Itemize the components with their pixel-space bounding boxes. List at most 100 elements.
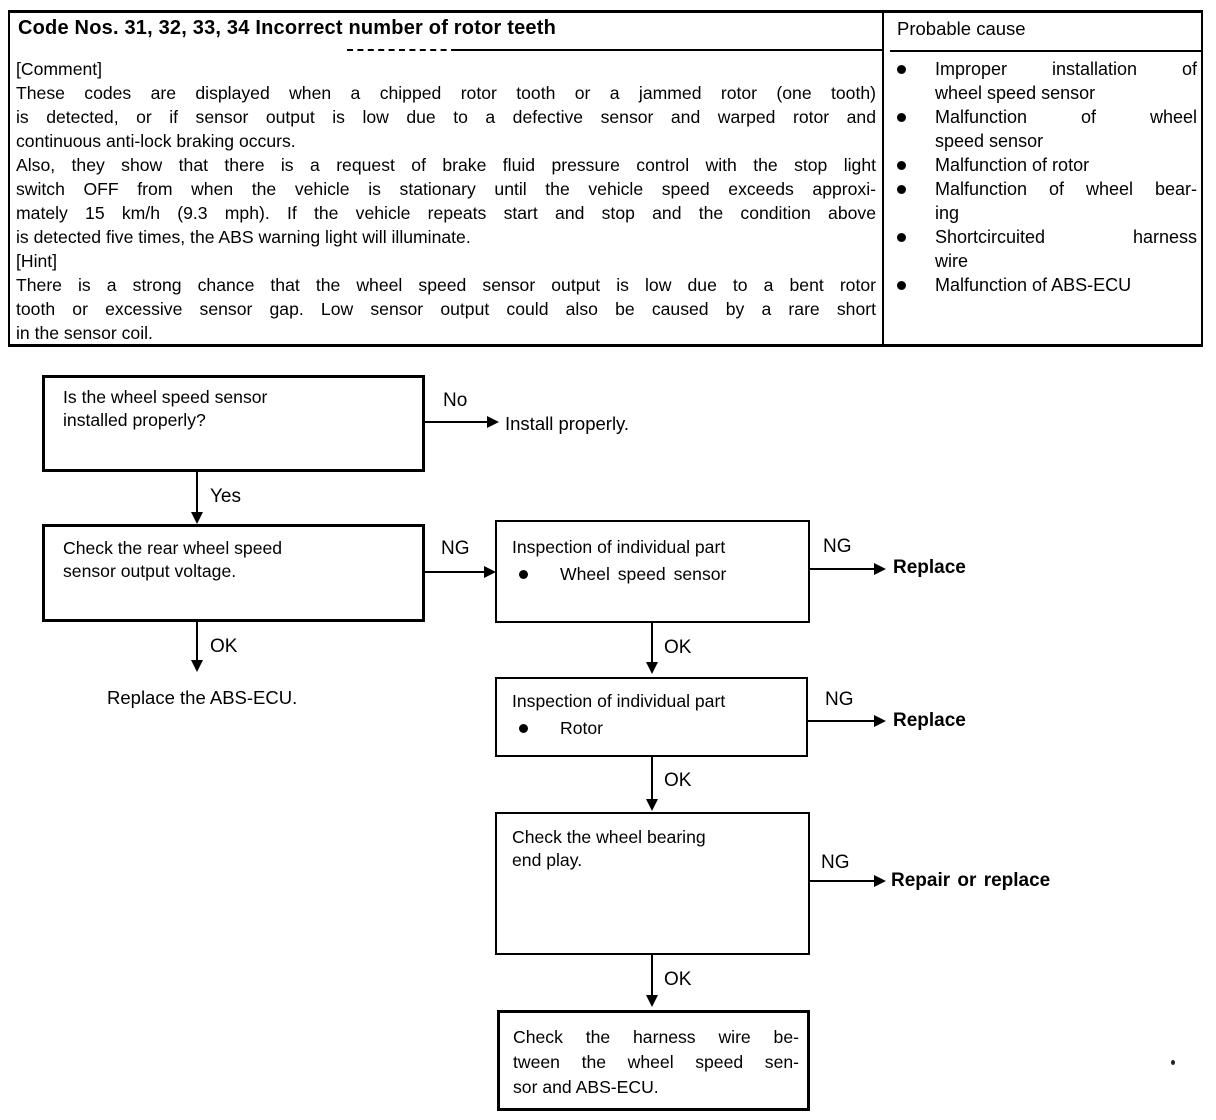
table-column-divider [882,13,884,344]
arrow-no-head [487,416,499,428]
comment-line: Also, they show that there is a request … [16,155,876,175]
probable-cause-list: Improper installation of wheel speed sens… [894,57,1201,297]
flow-box-line: end play. [512,850,583,870]
flow-box-line: Check the rear wheel speed [63,538,283,558]
probable-cause-item: Improper installation of wheel speed sens… [894,57,1201,105]
flow-box-harness-wire: Check the harness wire be-tween the whee… [497,1010,810,1111]
arrow-ok4-line [651,955,653,996]
arrow-ng3-line [808,720,876,722]
flow-box-line: Check the harness wire be- [513,1027,799,1047]
flow-box-line: tween the wheel speed sen- [513,1052,799,1072]
flow-box-wheel-bearing: Check the wheel bearing end play. [495,812,810,955]
arrow-ng1-line [425,571,487,573]
arrow-ok3-line [651,757,653,801]
probable-cause-header: Probable cause [897,18,1026,39]
flow-box-line: Is the wheel speed sensor [63,387,268,407]
probable-cause-item: Malfunction of wheel bear-ing [894,177,1201,225]
probable-cause-line: wheel speed sensor [935,83,1096,103]
bullet-icon [519,570,528,579]
probable-cause-line: Improper installation of [935,59,1197,79]
inspection-title: Inspection of individual part [512,537,726,557]
comment-line: is detected five times, the ABS warning … [16,227,471,247]
result-replace-abs-ecu: Replace the ABS-ECU. [107,687,298,708]
inspection-bullet-text: Wheel speed sensor [560,564,727,584]
label-ng-2: NG [823,536,852,557]
arrow-ng2-line [810,568,876,570]
bullet-icon [897,185,906,194]
label-no: No [443,390,468,411]
flow-box-inspect-sensor: Inspection of individual part Wheel spee… [495,520,810,623]
arrow-ng3-head [874,715,886,727]
comment-line: mately 15 km/h (9.3 mph). If the vehicle… [16,203,876,223]
arrow-ok3-head [646,799,658,811]
bullet-icon [897,281,906,290]
bullet-icon [897,161,906,170]
arrow-ng2-head [874,563,886,575]
result-replace-2: Replace [893,710,966,731]
inspection-bullet-row: Rotor [512,717,802,740]
comment-line: tooth or excessive sensor gap. Low senso… [16,299,876,319]
label-ng-1: NG [441,538,470,559]
result-repair-or-replace: Repair or replace [891,870,1051,891]
probable-cause-line: Malfunction of wheel bear- [935,179,1197,199]
bullet-icon [519,724,528,733]
bullet-icon [897,113,906,122]
label-yes: Yes [210,486,241,507]
probable-cause-line: ing [935,203,960,223]
header-separator-left [457,49,882,51]
comment-line: continuous anti-lock braking occurs. [16,131,296,151]
comment-line: There is a strong chance that the wheel … [16,275,876,295]
probable-cause-line: Malfunction of wheel [935,107,1197,127]
arrow-ok4-head [646,995,658,1007]
flow-box-line: sor and ABS-ECU. [513,1077,659,1097]
comment-line: These codes are displayed when a chipped… [16,83,876,103]
arrow-ok2-head [646,662,658,674]
probable-cause-line: Shortcircuited harness [935,227,1197,247]
arrow-ok2-line [651,623,653,664]
comment-line: [Hint] [16,251,58,271]
diagnostic-code-table: Code Nos. 31, 32, 33, 34 Incorrect numbe… [8,10,1203,347]
probable-cause-line: speed sensor [935,131,1044,151]
comment-line: [Comment] [16,59,103,79]
flow-box-inspect-rotor: Inspection of individual part Rotor [495,677,808,757]
arrow-ok1-head [191,660,203,672]
scan-speck [1171,1060,1175,1065]
bullet-icon [897,233,906,242]
header-separator-dashed [347,49,457,51]
label-ok-2: OK [664,637,692,658]
flow-box-sensor-installed: Is the wheel speed sensor installed prope… [42,375,425,472]
inspection-bullet-row: Wheel speed sensor [512,563,804,586]
result-replace-1: Replace [893,557,966,578]
comment-line: is detected, or if sensor output is low … [16,107,876,127]
bullet-icon [897,65,906,74]
label-ng-4: NG [821,852,850,873]
probable-cause-line: wire [935,251,969,271]
code-title: Code Nos. 31, 32, 33, 34 Incorrect numbe… [18,17,557,39]
label-ok-4: OK [664,969,692,990]
probable-cause-item: Malfunction of ABS-ECU [894,273,1201,297]
flow-box-line: Check the wheel bearing [512,827,706,847]
arrow-ng1-head [484,566,496,578]
inspection-title: Inspection of individual part [512,691,726,711]
probable-cause-item: Malfunction of wheel speed sensor [894,105,1201,153]
label-ng-3: NG [825,689,854,710]
inspection-bullet-text: Rotor [560,718,604,738]
arrow-yes-line [196,472,198,513]
arrow-ok1-line [196,622,198,662]
arrow-ng4-line [810,880,876,882]
label-ok-3: OK [664,770,692,791]
probable-cause-line: Malfunction of ABS-ECU [935,275,1132,295]
comment-line: in the sensor coil. [16,323,153,343]
flow-box-line: installed properly? [63,410,206,430]
probable-cause-line: Malfunction of rotor [935,155,1090,175]
probable-cause-item: Malfunction of rotor [894,153,1201,177]
arrow-yes-head [191,512,203,524]
comment-text: [Comment] These codes are displayed when … [16,57,876,345]
result-install-properly: Install properly. [505,413,630,434]
arrow-ng4-head [874,875,886,887]
header-separator-right [890,50,1201,52]
comment-line: switch OFF from when the vehicle is stat… [16,179,876,199]
scan-artifact-dash [1015,10,1197,12]
